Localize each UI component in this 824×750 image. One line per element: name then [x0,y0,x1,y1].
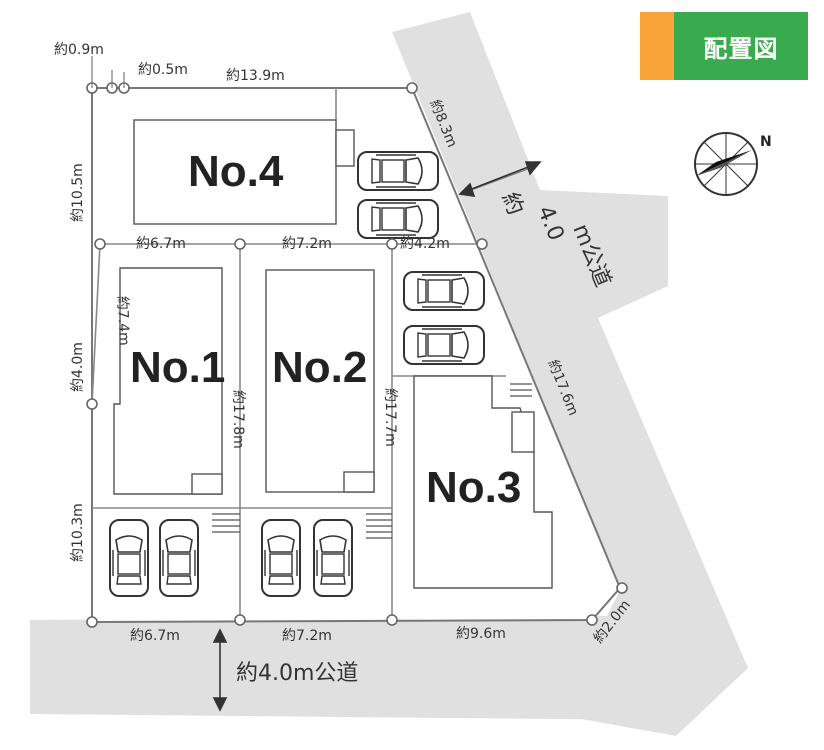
lot-label-no4: No.4 [188,147,284,196]
steps [212,383,532,539]
lot-label-no2: No.2 [272,343,367,392]
dim-top-13.9: 約13.9m [226,68,285,84]
house-no4 [133,119,337,225]
lot-label-no1: No.1 [130,343,225,392]
dim-v-17.8: 約17.8m [230,390,246,449]
steps-no1 [212,513,240,533]
road-width-marker-right [458,161,542,197]
car-icon [313,519,353,597]
car-icon [403,271,485,311]
survey-points [86,82,628,628]
dim-mid-7.2: 約7.2m [282,236,332,252]
dim-left-10.5: 約10.5m [70,163,86,222]
lot-label-no3: No.3 [426,463,521,512]
road-bottom [30,616,660,720]
dimension-leaders [91,56,537,193]
road-right [30,12,748,736]
car-icon [109,519,149,597]
dim-diag-7.4: 約7.4m [114,296,132,346]
car-icon [403,325,485,365]
car-icon [357,151,439,191]
dim-v-17.7: 約17.7m [382,388,398,447]
car-icon [159,519,199,597]
house-footprints [113,119,553,589]
car-icon [261,519,301,597]
dim-mid-4.2: 約4.2m [400,236,450,252]
page-title: 配置図 [674,12,808,80]
dim-left-10.3: 約10.3m [70,503,86,562]
dim-left-4.0: 約4.0m [70,342,86,392]
dim-mid-6.7: 約6.7m [136,236,186,252]
title-badge: 配置図 [640,12,808,80]
house-no1 [113,267,223,495]
dim-top-0.5: 約0.5m [138,62,188,78]
dim-top-0.9: 約0.9m [54,42,104,58]
steps-no3 [510,383,532,397]
road-width-marker-bottom [212,628,228,712]
house-no2 [265,269,375,493]
dim-bottom-6.7: 約6.7m [130,628,180,644]
steps-no2 [366,513,392,539]
car-icon [357,199,439,239]
road-label-bottom: 約4.0m公道 [236,661,358,686]
title-accent [640,12,674,80]
dim-bottom-7.2: 約7.2m [282,628,332,644]
compass-label: N [760,134,772,150]
dim-bottom-9.6: 約9.6m [456,626,506,642]
lot-boundaries [91,88,506,620]
compass-icon: N [694,132,772,196]
